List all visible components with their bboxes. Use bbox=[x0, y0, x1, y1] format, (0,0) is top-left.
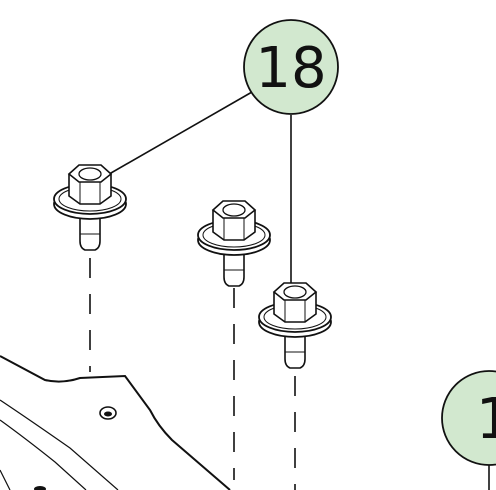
callout-18-label: 18 bbox=[255, 36, 326, 101]
callout-partial: 1 bbox=[441, 370, 496, 490]
callout-18: 18 bbox=[243, 19, 339, 115]
mounting-bracket bbox=[0, 355, 231, 490]
flange-bolt-middle bbox=[197, 200, 271, 287]
leader-line-left-bolt bbox=[103, 91, 253, 178]
callout-partial-label: 1 bbox=[476, 387, 496, 452]
flange-bolt-right bbox=[258, 282, 332, 369]
flange-bolt-left bbox=[53, 164, 127, 251]
